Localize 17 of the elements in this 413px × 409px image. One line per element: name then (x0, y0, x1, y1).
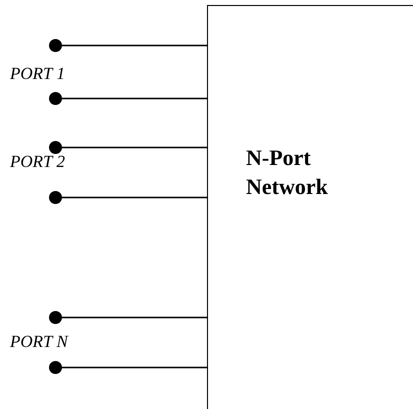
port-label: PORT 2 (10, 152, 65, 172)
terminal-dot (49, 361, 62, 374)
terminal-dot (49, 92, 62, 105)
port-label: PORT N (10, 332, 68, 352)
wire (62, 44, 207, 46)
wire (62, 146, 207, 148)
wire (62, 316, 207, 318)
network-box (207, 5, 413, 409)
terminal-dot (49, 311, 62, 324)
port-label: PORT 1 (10, 64, 65, 84)
wire (62, 366, 207, 368)
terminal-dot (49, 191, 62, 204)
network-title: N-Port Network (246, 144, 329, 201)
wire (62, 196, 207, 198)
terminal-dot (49, 141, 62, 154)
wire (62, 98, 207, 100)
terminal-dot (49, 39, 62, 52)
